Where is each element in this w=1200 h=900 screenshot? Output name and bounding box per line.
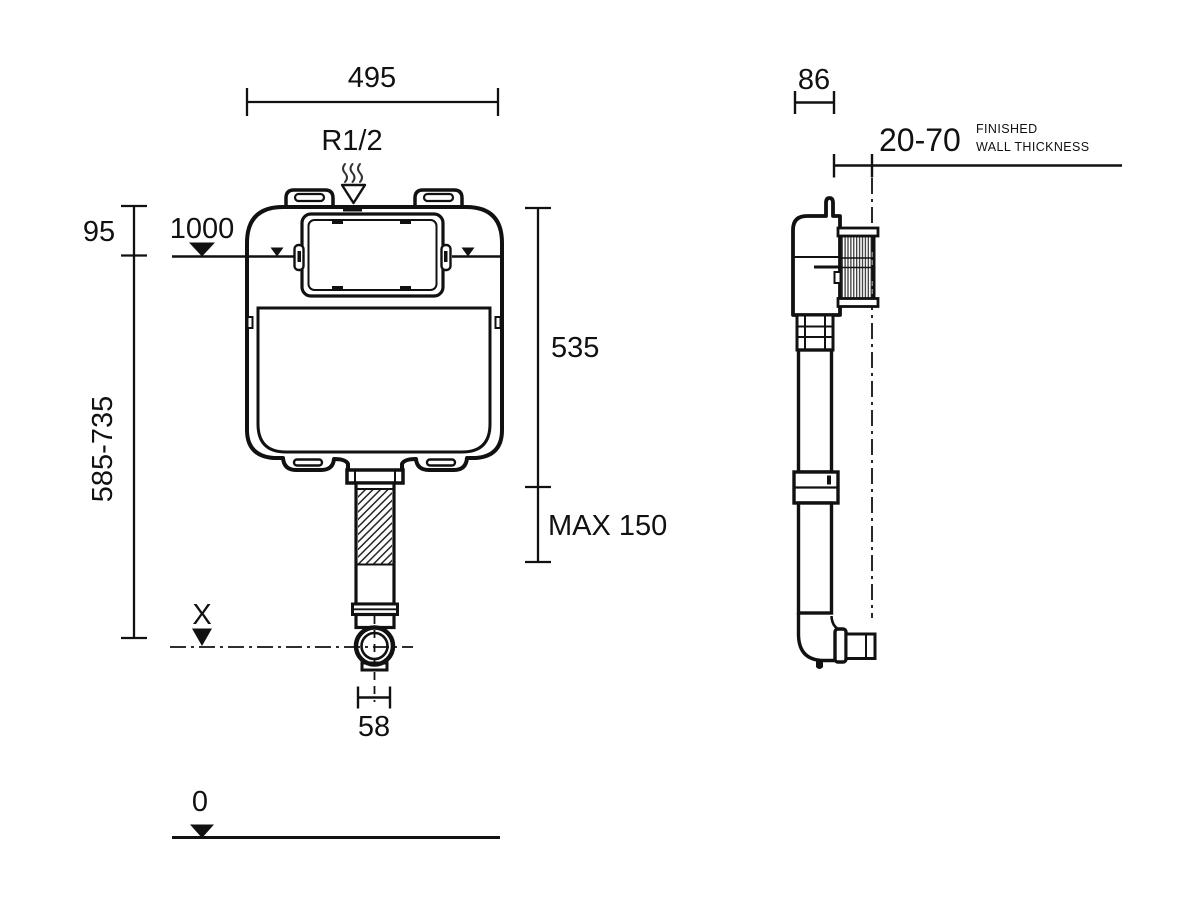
protection-box-cap — [836, 297, 880, 308]
wall-note-line2: WALL THICKNESS — [976, 140, 1090, 154]
outlet-axis-label: X — [192, 599, 211, 631]
pipe-cut-zone-hatch — [358, 489, 392, 564]
left-dimension — [121, 204, 147, 640]
level-triangle-icon — [270, 247, 284, 257]
level-triangle-icon — [461, 247, 475, 257]
install-height-label: 585-735 — [87, 396, 119, 502]
coupling-clip — [827, 475, 831, 485]
water-level-label: 1000 — [170, 213, 235, 245]
tank-face — [256, 306, 492, 454]
edge-notch — [494, 316, 502, 329]
valve-detail — [833, 271, 842, 284]
edge-notch — [246, 316, 254, 329]
level-triangle-icon — [192, 628, 212, 646]
drip-nub — [816, 660, 823, 669]
side-pipe-lower — [796, 501, 834, 615]
top-mounting-tabs — [284, 188, 464, 208]
outlet-width-dimension — [356, 686, 392, 709]
body-height-label: 535 — [551, 332, 599, 364]
width-dim-label: 495 — [348, 62, 396, 94]
wall-note-line1: FINISHED — [976, 122, 1038, 136]
mounting-slot — [293, 192, 326, 203]
access-panel — [293, 212, 452, 298]
inlet-thread-label: R1/2 — [321, 125, 382, 157]
depth-dim-label: 86 — [798, 64, 830, 96]
front-view: 495 R1/2 — [83, 62, 667, 839]
depth-dimension — [793, 91, 836, 114]
elbow-outline — [796, 613, 838, 663]
panel-clip — [400, 286, 411, 291]
protection-box-cap — [836, 226, 880, 238]
cut-max-label: MAX 150 — [548, 510, 667, 542]
width-dimension — [245, 88, 500, 116]
wall-range-label: 20-70 — [879, 122, 961, 158]
wall-dimension — [832, 154, 1122, 178]
side-view: 86 20-70 FINISHED WALL THICKNESS — [791, 64, 1122, 669]
panel-side-tab-mark — [444, 251, 448, 262]
mounting-slot — [422, 192, 455, 203]
inlet-arrow-icon — [340, 183, 367, 205]
foot-slot — [425, 458, 457, 467]
level-triangle-icon — [189, 242, 215, 257]
top-offset-label: 95 — [83, 216, 115, 248]
flush-pipe — [345, 468, 405, 672]
panel-clip — [400, 219, 411, 224]
spigot-flange — [833, 627, 848, 664]
neck-frame — [795, 313, 835, 352]
panel-clip — [332, 219, 343, 224]
flush-valve-neck — [795, 313, 835, 352]
spigot-body — [844, 632, 877, 660]
water-supply-steam-icon — [342, 163, 363, 183]
outlet-width-label: 58 — [358, 711, 390, 743]
right-dimension — [525, 206, 551, 564]
floor-level-label: 0 — [192, 786, 208, 818]
foot-slot — [292, 458, 324, 467]
access-panel-lid — [307, 219, 438, 291]
panel-clip — [332, 286, 343, 291]
protection-box — [836, 226, 880, 308]
side-pipe-upper — [796, 348, 834, 474]
level-triangle-icon — [190, 824, 214, 838]
inlet-connector — [343, 205, 362, 212]
panel-side-tab-mark — [297, 251, 301, 262]
